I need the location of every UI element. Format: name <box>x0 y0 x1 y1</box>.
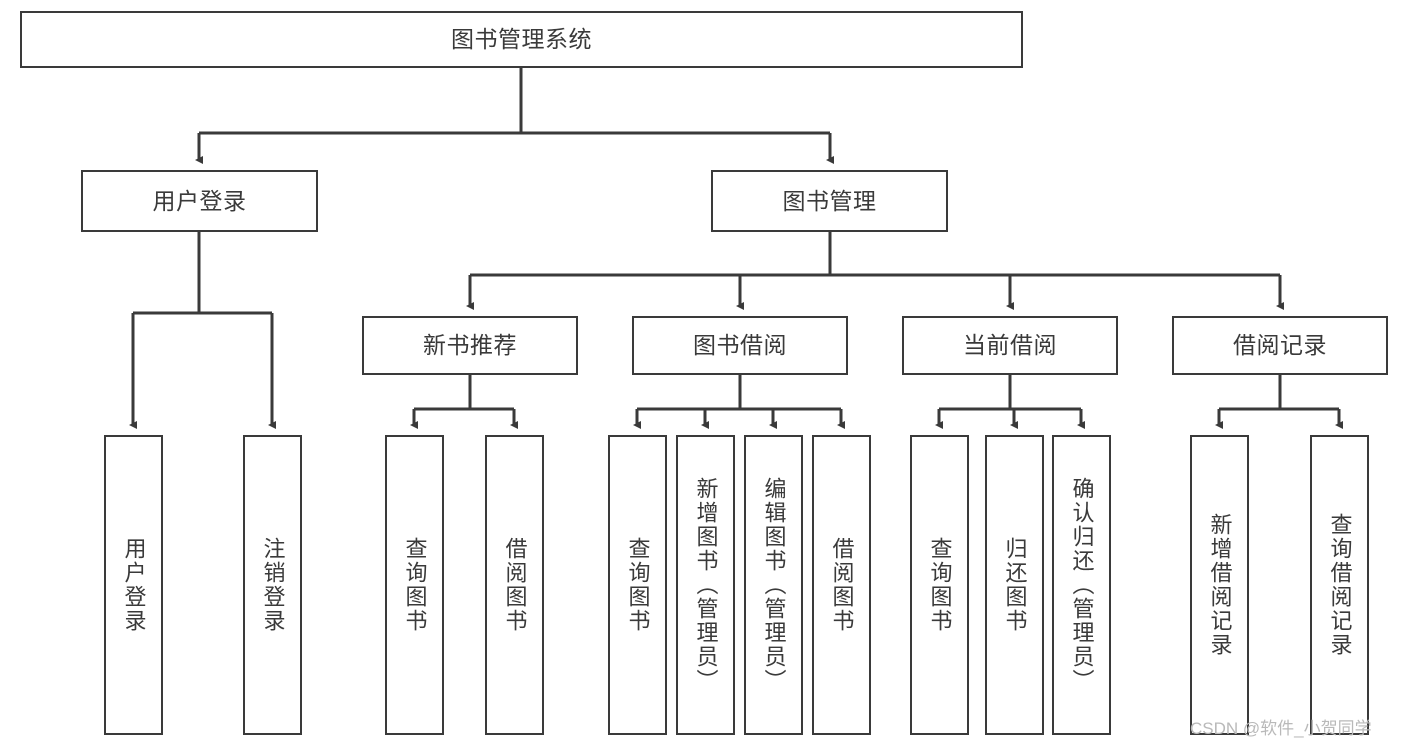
node-book-management-label: 图书管理 <box>782 187 877 214</box>
node-current-borrow-label: 当前借阅 <box>963 332 1057 358</box>
leaf-edit-book-admin[interactable]: 编辑图书（管理员） <box>744 435 803 735</box>
leaf-query-book-recommend[interactable]: 查询图书 <box>385 435 444 735</box>
node-root-system-label: 图书管理系统 <box>451 26 592 52</box>
leaf-user-login[interactable]: 用户登录 <box>104 435 163 735</box>
node-borrow-records-label: 借阅记录 <box>1233 332 1327 358</box>
leaf-return-book[interactable]: 归还图书 <box>985 435 1044 735</box>
node-book-borrow-label: 图书借阅 <box>693 332 787 358</box>
leaf-add-borrow-record-label: 新增借阅记录 <box>1207 513 1233 657</box>
leaf-add-book-admin-label: 新增图书（管理员） <box>693 477 719 693</box>
node-new-book-recommend[interactable]: 新书推荐 <box>362 316 578 375</box>
node-book-borrow[interactable]: 图书借阅 <box>632 316 848 375</box>
node-user-login-label: 用户登录 <box>152 187 247 214</box>
leaf-query-book-borrow-label: 查询图书 <box>625 537 651 633</box>
leaf-return-book-label: 归还图书 <box>1002 537 1028 633</box>
node-root-system[interactable]: 图书管理系统 <box>20 11 1023 68</box>
node-new-book-recommend-label: 新书推荐 <box>423 332 517 358</box>
leaf-borrow-book-recommend[interactable]: 借阅图书 <box>485 435 544 735</box>
leaf-logout[interactable]: 注销登录 <box>243 435 302 735</box>
leaf-borrow-book-label: 借阅图书 <box>829 537 855 633</box>
leaf-confirm-return-admin[interactable]: 确认归还（管理员） <box>1052 435 1111 735</box>
leaf-add-book-admin[interactable]: 新增图书（管理员） <box>676 435 735 735</box>
leaf-query-book-borrow[interactable]: 查询图书 <box>608 435 667 735</box>
leaf-query-book-current[interactable]: 查询图书 <box>910 435 969 735</box>
leaf-borrow-book[interactable]: 借阅图书 <box>812 435 871 735</box>
leaf-edit-book-admin-label: 编辑图书（管理员） <box>761 477 787 693</box>
node-user-login[interactable]: 用户登录 <box>81 170 318 232</box>
leaf-query-borrow-record-label: 查询借阅记录 <box>1327 513 1353 657</box>
leaf-query-borrow-record[interactable]: 查询借阅记录 <box>1310 435 1369 735</box>
leaf-add-borrow-record[interactable]: 新增借阅记录 <box>1190 435 1249 735</box>
leaf-confirm-return-admin-label: 确认归还（管理员） <box>1069 477 1095 693</box>
leaf-query-book-current-label: 查询图书 <box>927 537 953 633</box>
leaf-query-book-recommend-label: 查询图书 <box>402 537 428 633</box>
node-borrow-records[interactable]: 借阅记录 <box>1172 316 1388 375</box>
leaf-logout-label: 注销登录 <box>260 537 286 633</box>
leaf-user-login-label: 用户登录 <box>121 537 147 633</box>
node-book-management[interactable]: 图书管理 <box>711 170 948 232</box>
node-current-borrow[interactable]: 当前借阅 <box>902 316 1118 375</box>
leaf-borrow-book-recommend-label: 借阅图书 <box>502 537 528 633</box>
